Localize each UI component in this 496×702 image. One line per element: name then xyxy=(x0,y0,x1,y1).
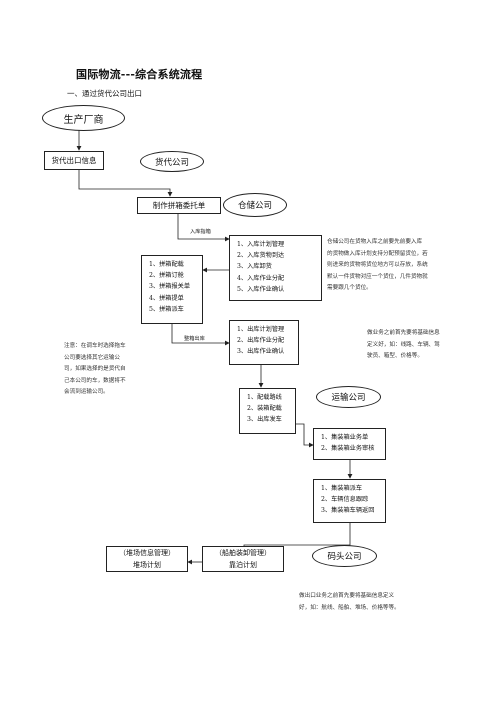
transport-note: 做业务之前首先要将基础信息 定义好，如：线路、车辆、驾 驶员、箱型、价格等。 xyxy=(367,328,459,363)
outbound-item: 1、出库计划管理 xyxy=(237,326,285,333)
dispatch-warning-note: 注意：在调车时选择拖车 公司要选择其它运输公 司，如果选择的是货代自 己本公司的… xyxy=(64,341,150,399)
loading-item: 1、配载路线 xyxy=(247,394,282,401)
inbound-item: 2、入库货物到达 xyxy=(237,252,285,260)
berth-plan-label: 靠泊计划 xyxy=(229,560,257,569)
arrow-loading-to-order xyxy=(296,423,314,448)
outbound-tag: 整箱出库 xyxy=(184,336,205,342)
yard-plan-header: （堆场信息管理） xyxy=(119,549,175,557)
forwarder-label: 货代公司 xyxy=(154,157,189,168)
warning-note-line: 注意：在调车时选择拖车 xyxy=(64,343,126,349)
terminal-note: 做出口业务之前首先要将基础信息定义 好，如：航线、船舶、堆场、价格等等。 xyxy=(299,591,424,614)
consol-ops-box: 1、拼箱配载 2、拼箱订舱 3、拼箱报关单 4、拼箱提单 5、拼箱派车 xyxy=(141,255,203,324)
outbound-item: 2、出库作业分配 xyxy=(237,337,285,345)
container-order-box: 1、集装箱业务单 2、集装箱业务审核 xyxy=(313,428,386,460)
manufacturer-node: 生产厂商 xyxy=(42,105,125,131)
section-heading: 一、通过货代公司出口 xyxy=(67,89,142,98)
warehouse-note: 仓储公司在货物入库之前要先前要入库 的货物做入库计划支持分配预留货位，若 则进来… xyxy=(327,237,442,295)
dispatch-item: 3、集装箱车辆返回 xyxy=(321,507,375,515)
inbound-tag: 入库指箱 xyxy=(190,229,211,235)
export-info-box: 货代出口信息 xyxy=(44,151,104,170)
warning-note-line: 会流到运输公司。 xyxy=(64,389,109,395)
transport-label: 运输公司 xyxy=(331,393,366,403)
dispatch-item: 2、车辆信息跟踪 xyxy=(321,496,369,504)
export-info-label: 货代出口信息 xyxy=(51,156,97,165)
arrow-consolidation-to-inbound xyxy=(177,214,230,242)
consolidation-order-label: 制作拼箱委托单 xyxy=(152,201,206,210)
container-dispatch-box: 1、集装箱派车 2、车辆信息跟踪 3、集装箱车辆返回 xyxy=(313,479,386,523)
consolidation-order-box: 制作拼箱委托单 xyxy=(137,197,221,214)
arrow-consol-to-outbound xyxy=(171,324,230,346)
consol-item: 1、拼箱配载 xyxy=(149,261,184,268)
page-title: 国际物流---综合系统流程 xyxy=(76,68,203,81)
container-order-item: 2、集装箱业务审核 xyxy=(321,445,375,453)
loading-item: 3、出库发车 xyxy=(247,416,282,424)
outbound-ops-box: 1、出库计划管理 2、出库作业分配 3、出库作业确认 xyxy=(229,320,299,365)
yard-plan-label: 堆场计划 xyxy=(133,560,161,569)
terminal-note-line: 做出口业务之前首先要将基础信息定义 xyxy=(299,593,395,599)
berth-plan-box: （船舶装卸管理） 靠泊计划 xyxy=(202,546,284,572)
consol-item: 4、拼箱提单 xyxy=(149,294,184,302)
dispatch-item: 1、集装箱派车 xyxy=(321,485,363,492)
warehouse-note-line: 默认一件货物对应一个货位，几件货物就 xyxy=(327,273,428,280)
terminal-node: 码头公司 xyxy=(312,545,377,567)
loading-ops-box: 1、配载路线 2、装箱配载 3、出库发车 xyxy=(239,388,296,434)
warehouse-node: 仓储公司 xyxy=(223,193,287,217)
consol-item: 3、拼箱报关单 xyxy=(149,283,191,291)
warehouse-note-line: 需要跟几个货位。 xyxy=(327,285,372,291)
transport-note-line: 做业务之前首先要将基础信息 xyxy=(367,330,440,336)
arrow-export-to-consolidation xyxy=(78,170,173,197)
transport-node: 运输公司 xyxy=(316,386,381,408)
inbound-ops-box: 1、入库计划管理 2、入库货物到达 3、入库卸货 4、入库作业分配 5、入库作业… xyxy=(229,235,322,301)
inbound-item: 1、入库计划管理 xyxy=(237,241,285,248)
inbound-item: 4、入库作业分配 xyxy=(237,274,285,282)
consol-item: 5、拼箱派车 xyxy=(149,305,184,313)
yard-plan-box: （堆场信息管理） 堆场计划 xyxy=(106,546,188,572)
terminal-note-line: 好，如：航线、船舶、堆场、价格等等。 xyxy=(299,604,400,611)
transport-note-line: 定义好，如：线路、车辆、驾 xyxy=(367,341,440,348)
transport-note-line: 驶员、箱型、价格等。 xyxy=(367,353,423,359)
inbound-item: 3、入库卸货 xyxy=(237,263,272,271)
warning-note-line: 司，如果选择的是货代自 xyxy=(64,366,126,372)
consol-item: 2、拼箱订舱 xyxy=(149,272,184,280)
loading-item: 2、装箱配载 xyxy=(247,405,282,413)
warehouse-note-line: 则进来的货物将货位地方可以存放，系统 xyxy=(327,262,428,268)
manufacturer-label: 生产厂商 xyxy=(63,114,104,126)
warehouse-label: 仓储公司 xyxy=(237,201,272,211)
warning-note-line: 公司要选择其它运输公 xyxy=(64,354,120,361)
outbound-item: 3、出库作业确认 xyxy=(237,348,285,356)
inbound-item: 5、入库作业确认 xyxy=(237,285,285,293)
warning-note-line: 己本公司的车，数据将不 xyxy=(64,377,126,384)
warehouse-note-line: 仓储公司在货物入库之前要先前要入库 xyxy=(327,239,423,245)
warehouse-note-line: 的货物做入库计划支持分配预留货位，若 xyxy=(327,250,428,257)
forwarder-node: 货代公司 xyxy=(140,151,204,172)
terminal-label: 码头公司 xyxy=(327,552,362,562)
berth-plan-header: （船舶装卸管理） xyxy=(215,549,271,557)
container-order-item: 1、集装箱业务单 xyxy=(321,434,369,441)
